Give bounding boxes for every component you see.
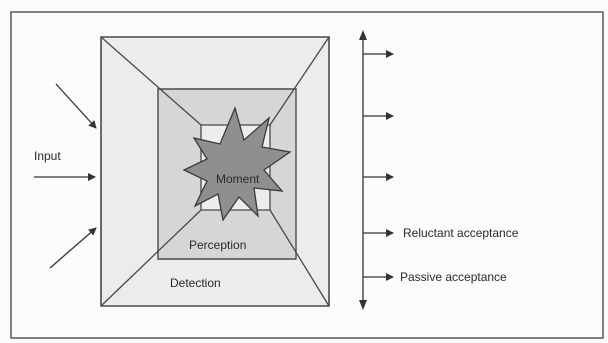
input-label: Input: [34, 149, 61, 163]
scale-label-4: Reluctant acceptance: [403, 226, 519, 240]
detection-label: Detection: [170, 276, 221, 290]
acceptance-scale: [359, 30, 367, 310]
scale-arrowhead-bottom: [359, 300, 367, 310]
scale-tick-arrows: [363, 54, 393, 277]
inner-core-label: Moment: [216, 172, 260, 186]
perception-label: Perception: [189, 238, 246, 252]
scale-arrowhead-top: [359, 30, 367, 40]
input-arrow-top: [56, 84, 96, 128]
input-arrow-bottom: [50, 228, 96, 268]
input-arrows: [34, 84, 96, 268]
scale-label-5: Passive acceptance: [400, 270, 507, 284]
